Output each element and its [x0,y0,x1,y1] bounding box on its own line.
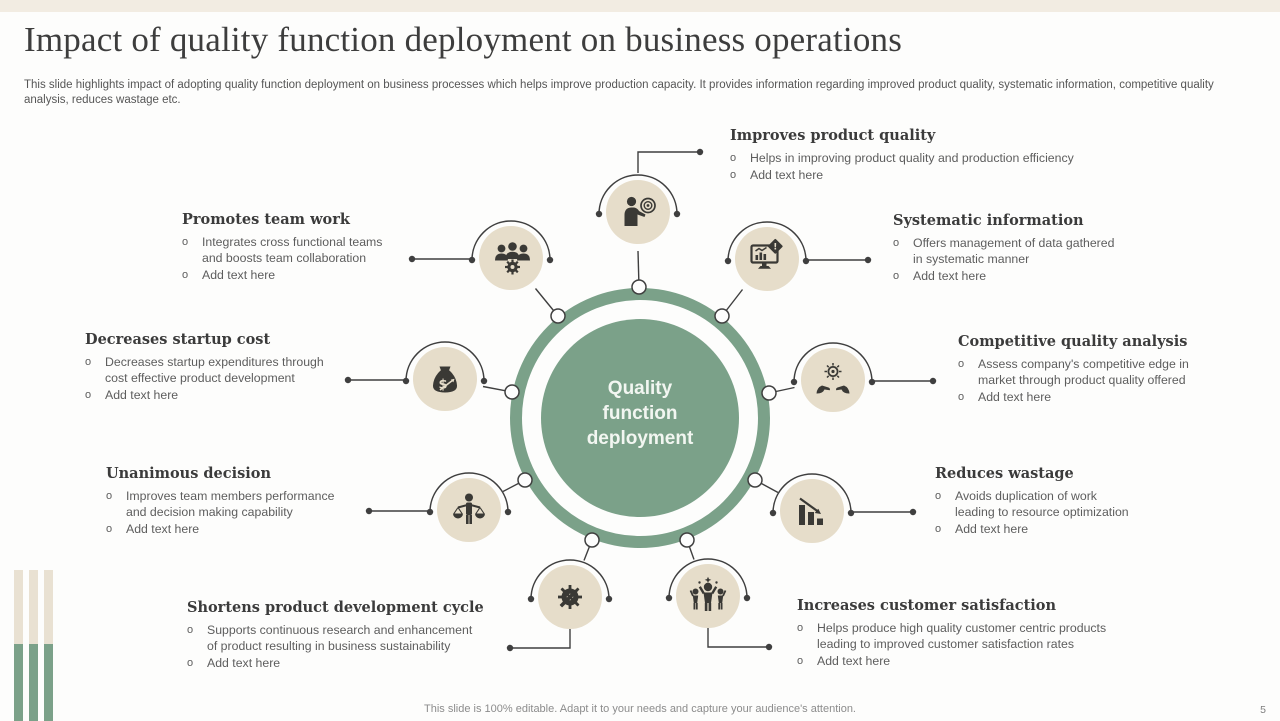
decor-bar [29,570,38,721]
bullet-item: o Offers management of data gathered in s… [893,235,1193,267]
bullet-text: Improves team members performance and de… [126,489,335,519]
bullet-text: Helps in improving product quality and p… [750,151,1074,165]
bullet-text: Add text here [913,269,987,283]
bullet-marker: o [797,622,804,634]
bullet-item: o Add text here [935,521,1225,537]
icon-glyphs: ! $ [432,196,850,611]
bullet-text: Add text here [817,654,891,668]
node-heading: Reduces wastage [935,465,1074,482]
bullet-marker: o [106,523,113,535]
bullet-text: Add text here [955,522,1029,536]
bullet-text: Add text here [207,656,281,670]
bullet-marker: o [935,490,942,502]
gear-pencil-icon [558,585,582,609]
arc-end-dots [402,210,876,603]
bullet-item: o Assess company's competitive edge in ma… [958,356,1258,388]
bullet-marker: o [893,270,900,282]
node-decreases-startup-cost: Decreases startup cost o Decreases startu… [85,331,395,404]
hands-target-icon [816,363,850,394]
satellite-arcs [405,174,873,600]
bullet-text: Helps produce high quality customer cent… [817,621,1107,651]
node-heading: Unanimous decision [106,465,271,482]
bullet-marker: o [187,657,194,669]
node-competitive-quality-analysis: Competitive quality analysis o Assess com… [958,333,1258,406]
bullet-text: Integrates cross functional teams and bo… [202,235,383,265]
bullet-item: o Helps produce high quality customer cen… [797,620,1187,652]
bullet-text: Add text here [126,522,200,536]
decor-bar [14,570,23,721]
teamwork-gear-icon [495,242,530,275]
node-heading: Shortens product development cycle [187,599,484,616]
bullet-marker: o [730,169,737,181]
bullet-item: o Add text here [893,268,1193,284]
declining-chart-icon [799,497,823,525]
node-heading: Systematic information [893,212,1084,229]
bullet-item: o Add text here [958,389,1258,405]
center-circle-label: Quality function deployment [586,378,694,449]
bullet-marker: o [730,152,737,164]
node-heading: Competitive quality analysis [958,333,1188,350]
bullet-marker: o [182,269,189,281]
bullet-marker: o [958,358,965,370]
celebrating-people-icon [689,576,727,611]
bullet-marker: o [182,236,189,248]
money-bag-icon: $ [432,366,458,393]
node-systematic-information: Systematic information o Offers managemen… [893,212,1193,285]
presenter-target-icon [624,196,656,226]
svg-text:$: $ [438,378,447,393]
bullet-text: Add text here [750,168,824,182]
bullet-marker: o [893,237,900,249]
bullet-item: o Add text here [730,167,1150,183]
page-title: Impact of quality function deployment on… [24,20,903,59]
bullet-text: Offers management of data gathered in sy… [913,236,1115,266]
bullet-text: Add text here [978,390,1052,404]
node-heading: Increases customer satisfaction [797,597,1056,614]
node-promotes-team-work: Promotes team work o Integrates cross fun… [182,211,442,284]
bullet-item: o Helps in improving product quality and … [730,150,1150,166]
bullet-marker: o [935,523,942,535]
bullet-item: o Add text here [187,655,537,671]
bullet-marker: o [187,624,194,636]
bullet-text: Add text here [202,268,276,282]
top-accent-strip [0,0,1280,12]
callout-lines [348,151,933,649]
bullet-item: o Add text here [106,521,406,537]
bullet-marker: o [85,356,92,368]
slide-subtitle: This slide highlights impact of adopting… [24,79,1214,106]
bullet-item: o Add text here [182,267,442,283]
bullet-text: Avoids duplication of work leading to re… [955,489,1129,519]
bullet-marker: o [797,655,804,667]
node-unanimous-decision: Unanimous decision o Improves team member… [106,465,406,538]
bullet-text: Assess company's competitive edge in mar… [978,357,1189,387]
node-heading: Decreases startup cost [85,331,271,348]
node-reduces-wastage: Reduces wastage o Avoids duplication of w… [935,465,1225,538]
bullet-marker: o [958,391,965,403]
bullet-item: o Decreases startup expenditures through … [85,354,395,386]
page-number: 5 [1260,704,1266,716]
bullet-item: o Supports continuous research and enhanc… [187,622,537,654]
node-heading: Promotes team work [182,211,350,228]
bullet-item: o Add text here [797,653,1187,669]
bullet-text: Supports continuous research and enhance… [207,623,473,653]
svg-text:!: ! [773,242,777,252]
node-heading: Improves product quality [730,127,936,144]
callout-end-dots [344,148,937,652]
balance-scales-icon [453,493,485,524]
footer-note: This slide is 100% editable. Adapt it to… [424,703,856,715]
bullet-text: Decreases startup expenditures through c… [105,355,324,385]
node-improves-product-quality: Improves product quality o Helps in impro… [730,127,1150,184]
bullet-text: Add text here [105,388,179,402]
center-circle [541,319,739,517]
decor-bar [44,570,53,721]
bullet-marker: o [85,389,92,401]
node-shortens-product-development-cycle: Shortens product development cycle o Supp… [187,599,537,672]
monitor-alert-icon: ! [750,238,783,269]
bullet-marker: o [106,490,113,502]
bullet-item: o Avoids duplication of work leading to r… [935,488,1225,520]
node-increases-customer-satisfaction: Increases customer satisfaction o Helps p… [797,597,1187,670]
bullet-item: o Add text here [85,387,395,403]
bullet-item: o Integrates cross functional teams and b… [182,234,442,266]
bullet-item: o Improves team members performance and d… [106,488,406,520]
ring-nodes [504,279,777,548]
